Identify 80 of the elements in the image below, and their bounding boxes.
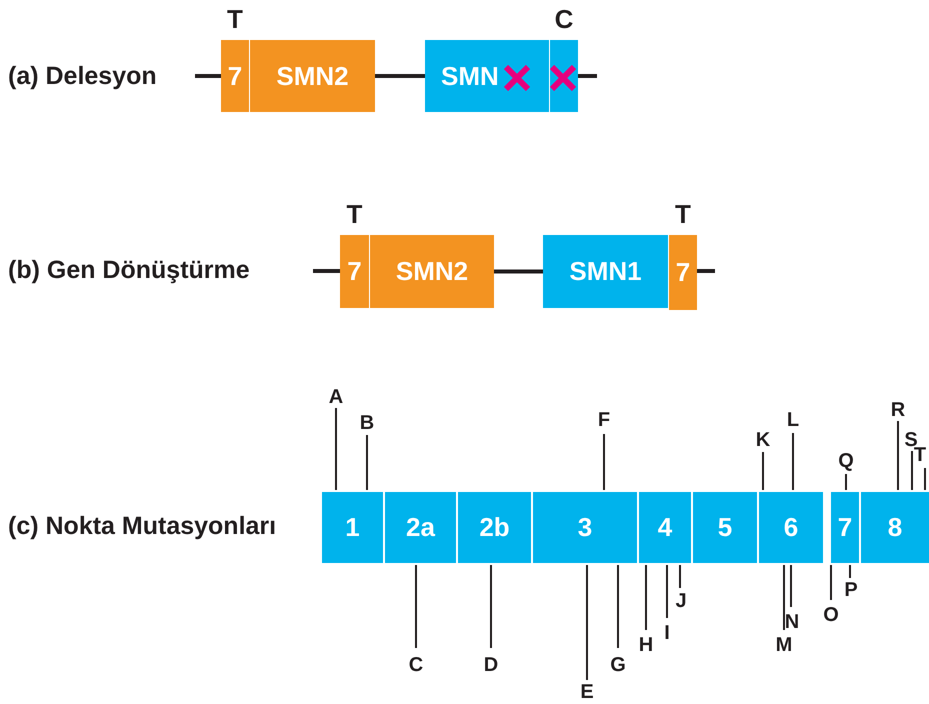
leader-line	[792, 433, 794, 490]
nucleotide-label: T	[346, 199, 362, 230]
exon-number: 3	[578, 512, 592, 543]
exon-box	[458, 492, 531, 563]
dna-line	[697, 269, 715, 273]
exon-box	[693, 492, 757, 563]
exon-box	[639, 492, 691, 563]
exon-number: 1	[345, 512, 360, 543]
mutation-letter: J	[672, 590, 690, 612]
leader-line	[849, 565, 851, 578]
exon-box	[831, 492, 859, 563]
mutation-letter: M	[775, 634, 793, 656]
gene-box	[543, 235, 668, 308]
dna-line	[578, 74, 597, 78]
mutation-letter: B	[358, 412, 376, 434]
leader-line	[830, 565, 832, 600]
mutation-letter: L	[784, 409, 802, 431]
leader-line	[490, 565, 492, 648]
nucleotide-label: T	[675, 199, 691, 230]
leader-line	[783, 565, 785, 630]
mutation-letter: C	[407, 654, 425, 676]
exon-number: 2a	[406, 512, 435, 543]
gene-box	[250, 40, 375, 112]
exon-number: 4	[658, 512, 672, 543]
mutation-letter: F	[595, 409, 613, 431]
exon-number: 7	[347, 256, 362, 287]
leader-line	[335, 408, 337, 490]
mutation-letter: R	[889, 399, 907, 421]
mutation-letter: A	[327, 386, 345, 408]
row-title: (a) Delesyon	[8, 62, 157, 91]
gene-name: SMN	[441, 60, 499, 92]
mutation-letter: N	[783, 611, 801, 633]
nucleotide-label: C	[554, 4, 574, 35]
exon-box	[385, 492, 456, 563]
leader-line	[762, 452, 764, 490]
gene-name: SMN2	[276, 60, 349, 92]
exon-box	[759, 492, 823, 563]
exon-box	[322, 492, 383, 563]
row-title: (b) Gen Dönüştürme	[8, 256, 250, 285]
leader-line	[666, 565, 668, 618]
leader-line	[924, 468, 926, 490]
nucleotide-label: T	[227, 4, 243, 35]
gene-name: SMN2	[396, 256, 468, 287]
mutation-letter: D	[482, 654, 500, 676]
exon-box	[533, 492, 637, 563]
exon-number: 2b	[479, 512, 510, 543]
exon-number: 8	[888, 512, 902, 543]
dna-line	[195, 74, 221, 78]
exon-number: 7	[228, 60, 242, 92]
dna-line	[494, 270, 543, 274]
mutation-letter: Q	[837, 450, 855, 472]
leader-line	[603, 434, 605, 490]
exon-number: 7	[838, 512, 852, 543]
exon-number: 6	[784, 512, 798, 543]
dna-line	[375, 74, 425, 78]
gene-box	[425, 40, 549, 112]
mutation-letter: K	[754, 429, 772, 451]
gene-name: SMN1	[569, 256, 642, 287]
leader-line	[366, 435, 368, 490]
dna-line	[313, 269, 340, 273]
mutation-letter: G	[609, 654, 627, 676]
leader-line	[645, 565, 647, 630]
mutation-letter: H	[637, 634, 655, 656]
leader-line	[845, 474, 847, 490]
leader-line	[679, 565, 681, 588]
exon-number: 5	[718, 512, 732, 543]
leader-line	[617, 565, 619, 648]
mutation-letter: E	[578, 681, 596, 703]
exon-box	[861, 492, 929, 563]
leader-line	[911, 451, 913, 490]
mutation-letter: P	[842, 579, 860, 601]
leader-line	[586, 565, 588, 680]
mutation-letter: O	[822, 604, 840, 626]
gene-box	[370, 235, 494, 308]
mutation-letter: I	[658, 622, 676, 644]
exon-number: 7	[676, 257, 690, 288]
row-title: (c) Nokta Mutasyonları	[8, 512, 276, 541]
leader-line	[790, 565, 792, 607]
leader-line	[415, 565, 417, 648]
leader-line	[897, 421, 899, 490]
